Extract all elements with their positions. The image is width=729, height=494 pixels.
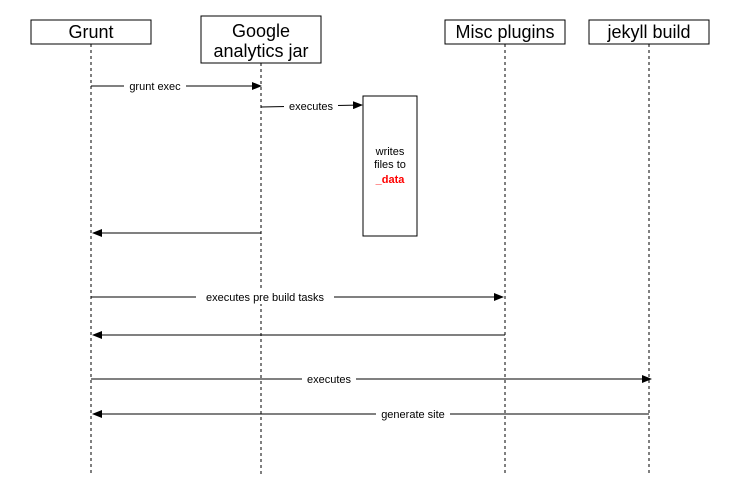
note-box: [362, 95, 418, 237]
message-executes-note: executes: [260, 99, 363, 113]
actor-label: Misc plugins: [455, 22, 554, 42]
actor-box: [444, 19, 566, 45]
actor-box: [200, 15, 322, 64]
actor-grunt: Grunt: [30, 19, 152, 45]
message-label: executes pre build tasks: [206, 292, 325, 304]
lifelines: [90, 44, 650, 474]
message-label: executes: [307, 374, 352, 386]
actor-box: [588, 19, 710, 45]
actor-jekyll-build: jekyll build: [588, 19, 710, 45]
actor-label-line-1: Google: [232, 21, 290, 41]
actor-google-analytics-jar: Google analytics jar: [200, 15, 322, 64]
message-grunt-exec: grunt exec: [91, 79, 262, 93]
note-writes-data: writes files to _data: [362, 95, 418, 237]
message-executes-jekyll: executes: [91, 372, 652, 386]
actor-misc-plugins: Misc plugins: [444, 19, 566, 45]
message-label: grunt exec: [129, 81, 181, 93]
actor-box: [30, 19, 152, 45]
actor-label: jekyll build: [606, 22, 690, 42]
message-pre-build-tasks: executes pre build tasks: [91, 290, 504, 304]
message-generate-site: generate site: [92, 407, 649, 421]
note-line-2: files to: [374, 159, 406, 171]
note-highlight: _data: [375, 174, 406, 186]
message-label: executes: [289, 101, 334, 113]
message-label: generate site: [381, 409, 445, 421]
actor-label-line-2: analytics jar: [213, 41, 308, 61]
actor-label: Grunt: [68, 22, 113, 42]
note-line-1: writes: [375, 146, 405, 158]
